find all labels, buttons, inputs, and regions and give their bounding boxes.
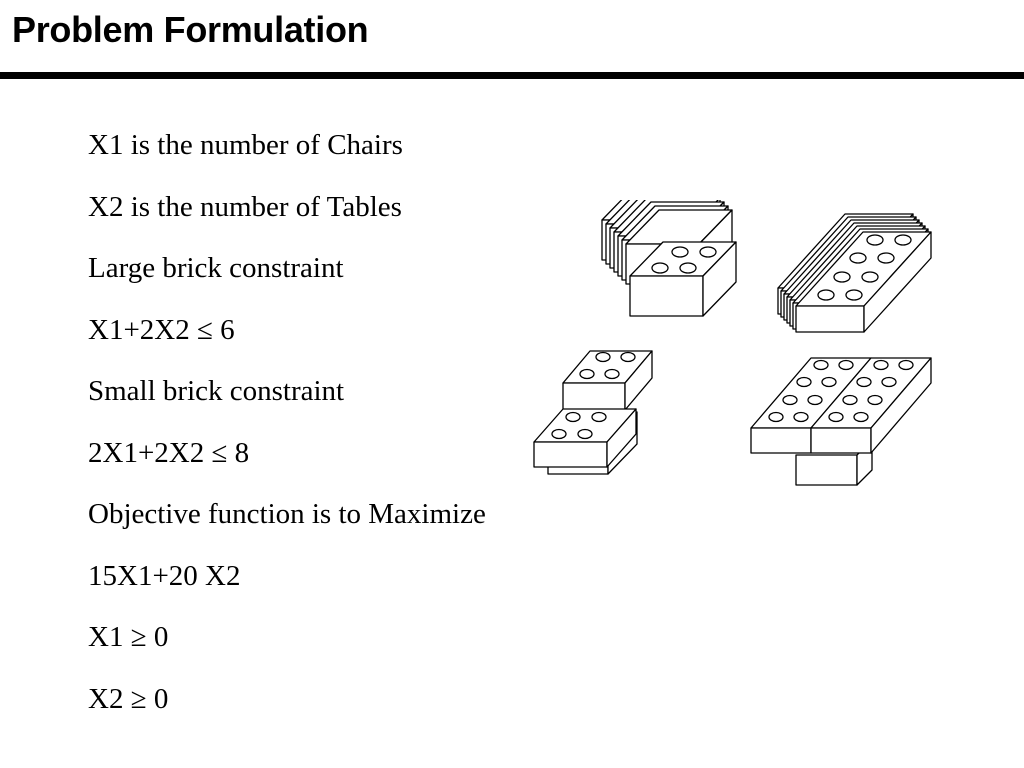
- title-divider: [0, 72, 1024, 79]
- small-brick-constraint: 2X1+2X2 ≤ 8: [88, 436, 250, 469]
- brick-illustration-svg: [533, 200, 932, 486]
- objective-function: 15X1+20 X2: [88, 559, 241, 592]
- decision-variable-x2: X2 is the number of Tables: [88, 190, 402, 223]
- chair-icon: [533, 350, 653, 475]
- large-brick-constraint: X1+2X2 ≤ 6: [88, 313, 235, 346]
- nonnegativity-x1: X1 ≥ 0: [88, 621, 169, 653]
- nonnegativity-x2: X2 ≥ 0: [88, 682, 169, 715]
- decision-variable-x1: X1 is the number of Chairs: [88, 129, 403, 161]
- small-brick-stack-icon: [601, 200, 737, 317]
- table-icon: [750, 357, 932, 486]
- slide-title: Problem Formulation: [12, 9, 369, 50]
- brick-illustration: [520, 200, 950, 500]
- formulation-list: X1 is the number of Chairs X2 is the num…: [88, 115, 486, 730]
- objective-label: Objective function is to Maximize: [88, 498, 486, 530]
- large-brick-constraint-label: Large brick constraint: [88, 252, 344, 284]
- large-brick-stack-icon: [777, 213, 932, 333]
- small-brick-constraint-label: Small brick constraint: [88, 375, 345, 407]
